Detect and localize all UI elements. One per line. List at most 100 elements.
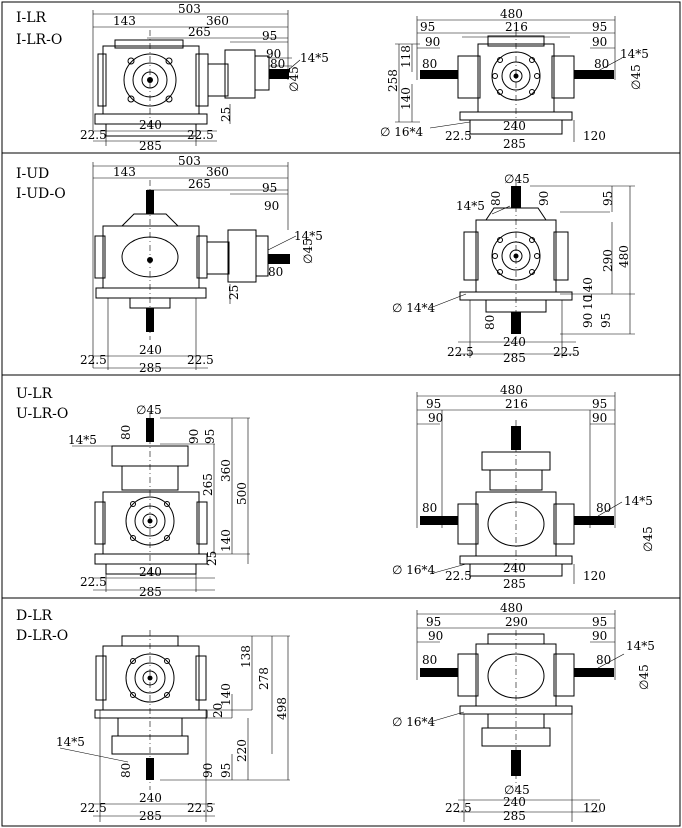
dimension-label: 90 — [187, 429, 201, 444]
view-left: 138 278 140 20 498 220 14*5 80 90 95 240… — [56, 630, 290, 823]
dimension-label: 480 — [500, 601, 523, 615]
panel-label: D-LR — [16, 608, 53, 624]
panel-sublabel: D-LR-O — [16, 628, 68, 644]
dimension-label: 500 — [235, 482, 249, 505]
dimension-label: 120 — [583, 129, 606, 143]
dimension-label: 14*5 — [620, 47, 649, 61]
dimension-label: ∅45 — [287, 66, 301, 92]
dimension-label: 80 — [489, 191, 503, 206]
dimension-label: 285 — [139, 585, 162, 599]
dimension-label: ∅ 16*4 — [380, 125, 424, 139]
dimension-label: 90 — [428, 411, 443, 425]
dimension-label: 240 — [503, 335, 526, 349]
dimension-label: 118 — [399, 45, 413, 68]
dimension-label: ∅ 14*4 — [392, 301, 436, 315]
dimension-label: 80 — [119, 763, 133, 778]
dimension-label: ∅ 16*4 — [392, 715, 436, 729]
dimension-label: 240 — [139, 343, 162, 357]
dimension-label: 95 — [599, 313, 613, 328]
panel-i-lr: I-LR I-LR-O — [16, 2, 649, 153]
dimension-label: ∅ 16*4 — [392, 563, 436, 577]
dimension-label: 240 — [139, 118, 162, 132]
dimension-label: 503 — [178, 2, 201, 16]
dimension-label: 285 — [503, 137, 526, 151]
view-right: 480 95 290 95 90 90 80 80 14*5 ∅45 ∅ 16*… — [392, 601, 655, 823]
dimension-label: 285 — [503, 577, 526, 591]
view-left: ∅45 14*5 80 90 95 265 360 500 140 25 240… — [68, 403, 250, 599]
dimension-label: 360 — [206, 165, 229, 179]
dimension-label: 285 — [503, 809, 526, 823]
dimension-label: 95 — [592, 20, 607, 34]
dimension-label: 95 — [262, 181, 277, 195]
panel-sublabel: U-LR-O — [16, 406, 68, 422]
dimension-label: 285 — [503, 351, 526, 365]
dimension-label: 240 — [503, 795, 526, 809]
dimension-label: ∅45 — [629, 64, 643, 90]
dimension-label: 240 — [503, 561, 526, 575]
view-right: ∅45 80 90 95 14*5 290 480 140 10 ∅ 14*4 … — [392, 172, 635, 365]
dimension-label: 240 — [139, 791, 162, 805]
dimension-label: 22.5 — [447, 345, 474, 359]
view-left: 503 143 360 265 95 90 14*5 ∅45 80 25 240… — [80, 154, 323, 375]
dimension-label: 80 — [594, 57, 609, 71]
dimension-label: ∅45 — [504, 172, 530, 186]
panel-u-lr: U-LR U-LR-O — [16, 383, 655, 599]
dimension-label: 90 — [201, 763, 215, 778]
dimension-label: 90 — [425, 35, 440, 49]
dimension-label: 120 — [583, 801, 606, 815]
dimension-label: 143 — [113, 14, 136, 28]
dimension-label: 14*5 — [56, 735, 85, 749]
dimension-label: 360 — [206, 14, 229, 28]
dimension-label: 22.5 — [445, 129, 472, 143]
dimension-label: 140 — [219, 529, 233, 552]
dimension-label: 120 — [583, 569, 606, 583]
dimension-label: 216 — [505, 397, 528, 411]
dimension-label: 90 — [264, 199, 279, 213]
dimension-label: 80 — [422, 57, 437, 71]
dimension-label: 80 — [596, 653, 611, 667]
dimension-label: 95 — [592, 615, 607, 629]
dimension-label: 290 — [505, 615, 528, 629]
dimension-label: 216 — [505, 20, 528, 34]
dimension-label: 480 — [500, 7, 523, 21]
dimension-label: 90 — [592, 411, 607, 425]
dimension-label: ∅45 — [637, 664, 651, 690]
dimension-label: 240 — [139, 565, 162, 579]
dimension-label: 95 — [601, 191, 615, 206]
dimension-label: 503 — [178, 154, 201, 168]
dimension-label: 90 — [581, 313, 595, 328]
dimension-label: 80 — [119, 425, 133, 440]
dimension-label: 95 — [592, 397, 607, 411]
dimension-label: 140 — [219, 683, 233, 706]
dimension-label: 14*5 — [294, 229, 323, 243]
dimension-label: 22.5 — [80, 801, 107, 815]
dimension-label: 95 — [426, 615, 441, 629]
dimension-label: 95 — [262, 29, 277, 43]
dimension-label: 360 — [219, 459, 233, 482]
dimension-label: 14*5 — [626, 639, 655, 653]
dimension-label: 285 — [139, 361, 162, 375]
panel-label: I-LR — [16, 10, 47, 26]
dimension-label: 20 — [211, 703, 225, 718]
dimension-label: 80 — [596, 501, 611, 515]
dimension-label: 14*5 — [624, 494, 653, 508]
dimension-label: 140 — [581, 277, 595, 300]
dimension-label: 25 — [205, 551, 219, 566]
dimension-label: 22.5 — [80, 575, 107, 589]
dimension-label: 22.5 — [80, 128, 107, 142]
view-left: 503 143 360 265 95 90 80 14*5 ∅45 25 240… — [80, 2, 329, 153]
panel-sublabel: I-LR-O — [16, 32, 62, 48]
dimension-label: 240 — [503, 119, 526, 133]
dimension-label: 25 — [227, 285, 241, 300]
panel-label: U-LR — [16, 386, 53, 402]
dimension-label: 80 — [483, 315, 497, 330]
dimension-label: 22.5 — [187, 128, 214, 142]
dimension-label: 220 — [235, 739, 249, 762]
dimension-label: 140 — [399, 87, 413, 110]
dimension-label: 90 — [428, 629, 443, 643]
view-right: 480 95 216 95 90 90 80 80 14*5 ∅45 ∅ 16*… — [392, 383, 655, 591]
dimension-label: 278 — [257, 667, 271, 690]
dimension-label: 14*5 — [300, 51, 329, 65]
dimension-label: 90 — [266, 47, 281, 61]
